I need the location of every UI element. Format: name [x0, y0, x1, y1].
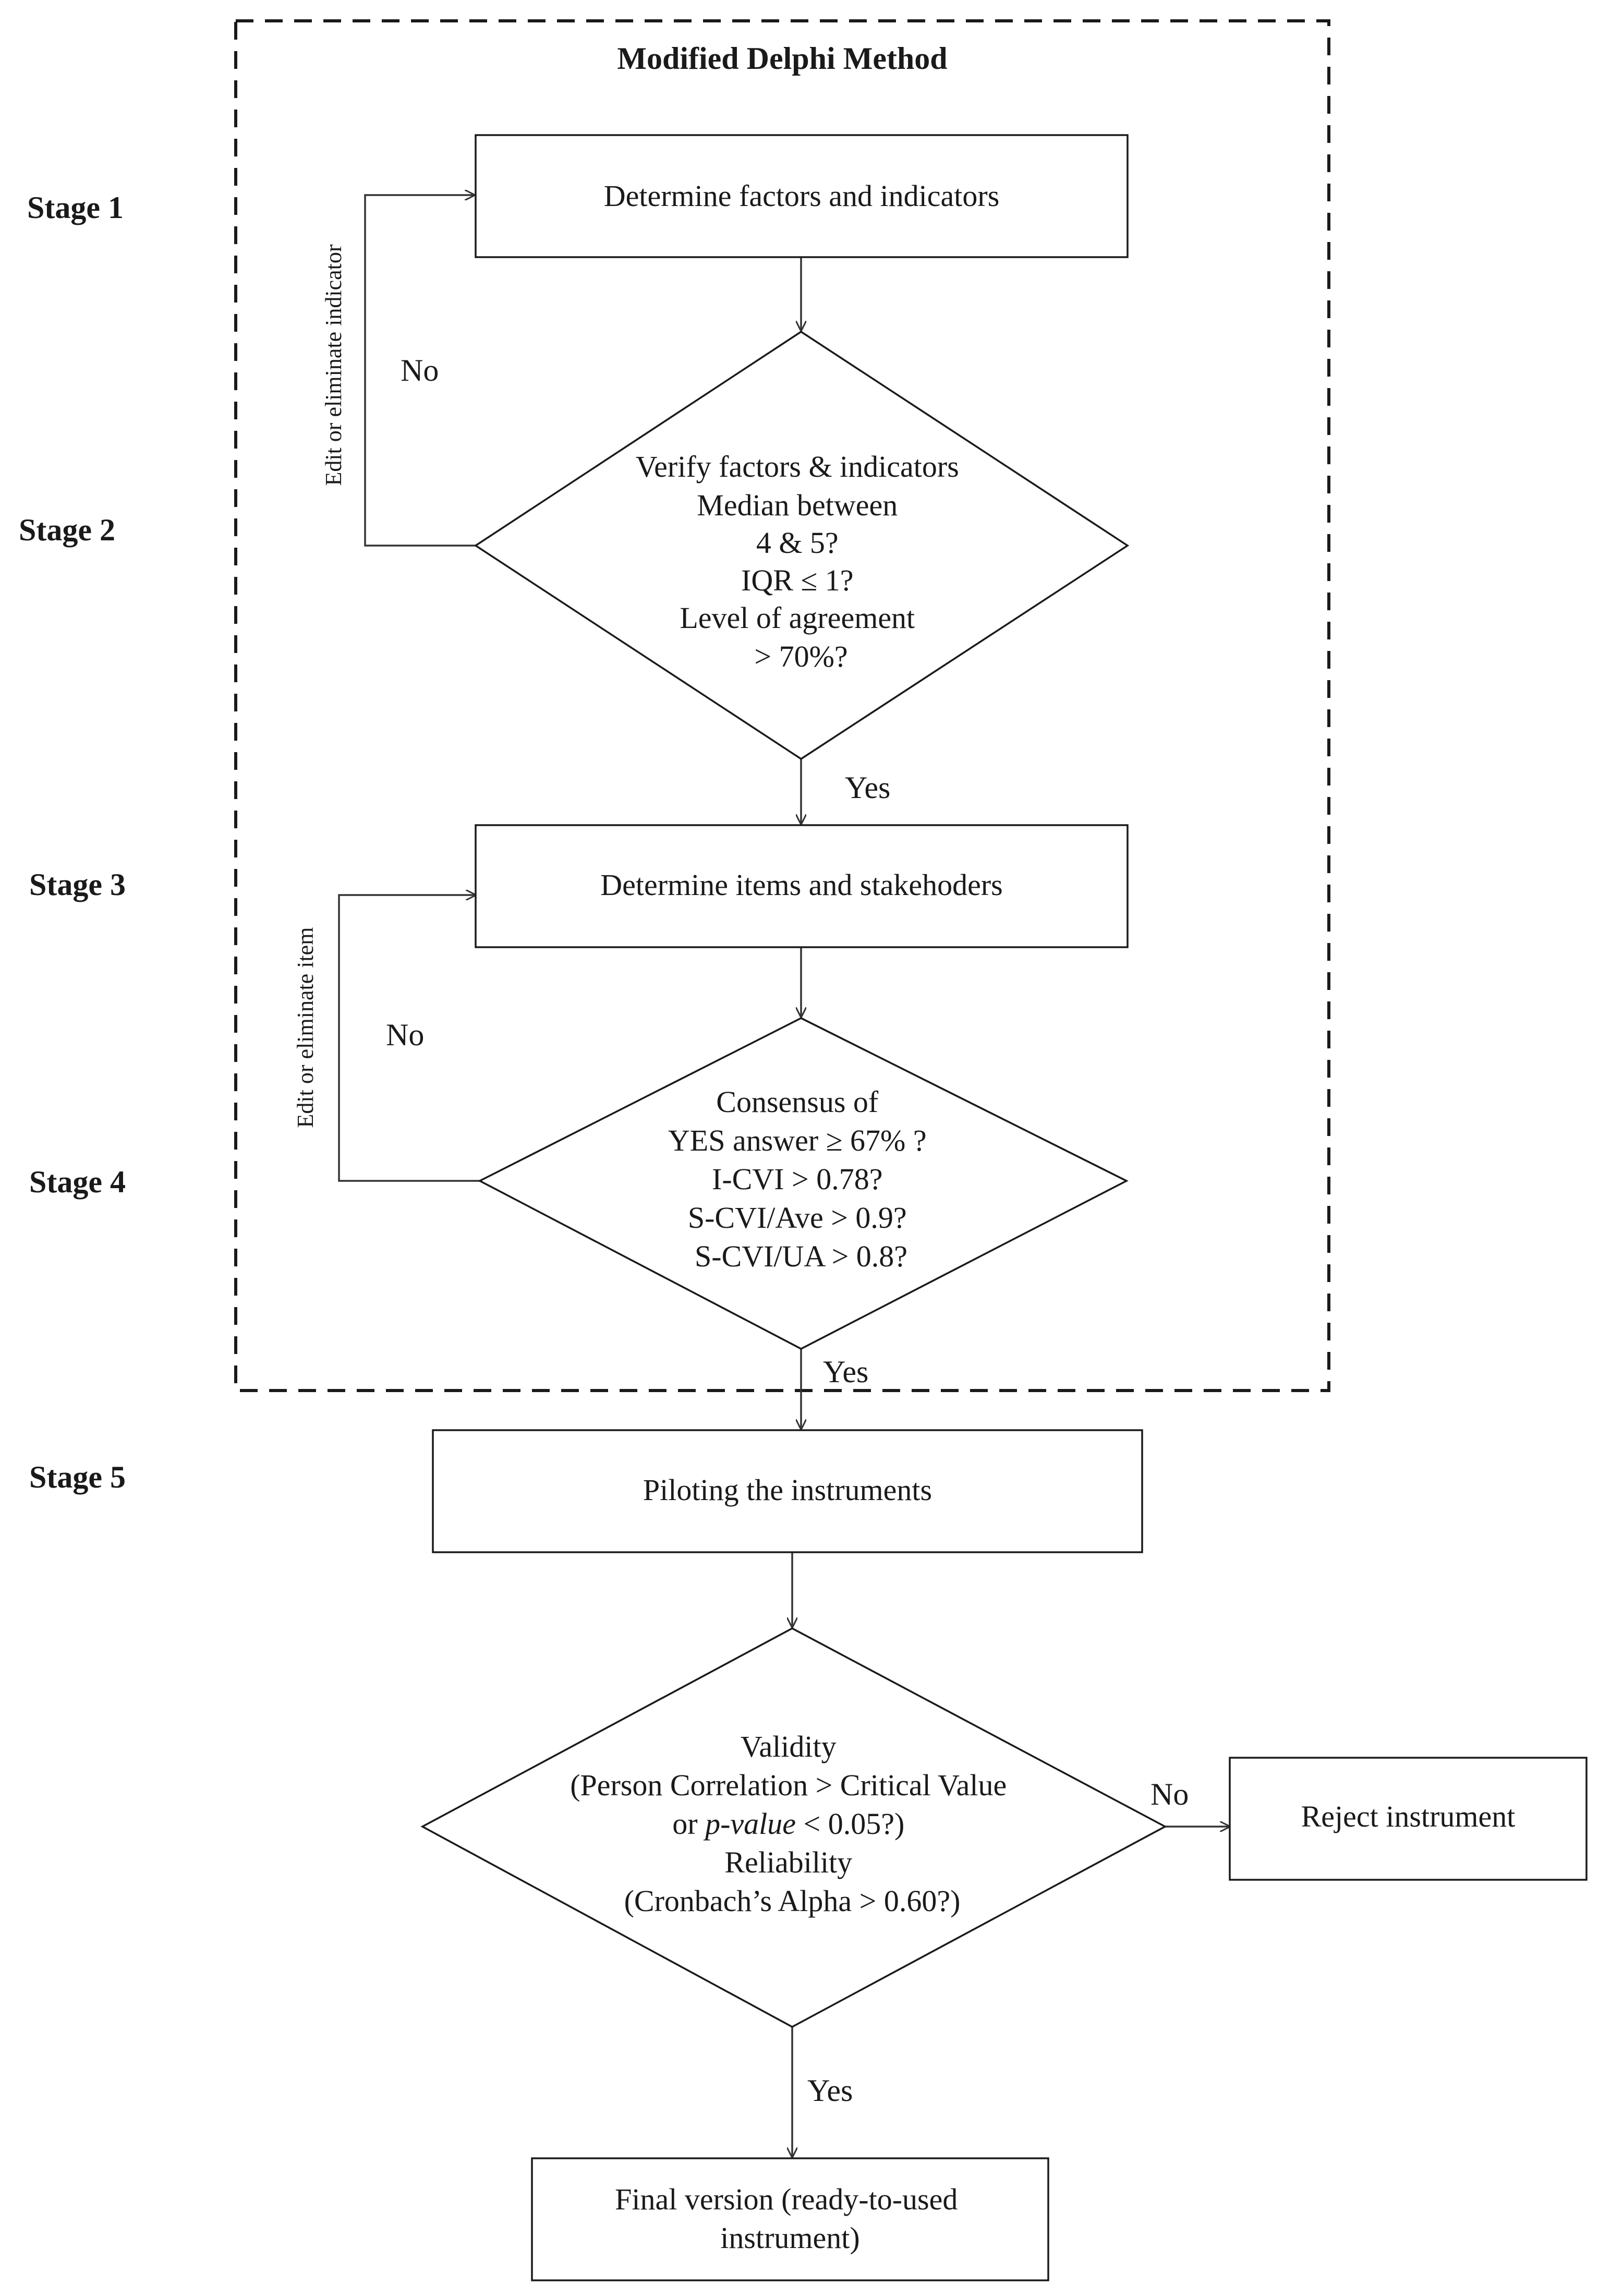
validity-decision-diamond	[420, 1627, 1167, 2028]
consensus-line-2: YES answer ≥ 67% ?	[668, 1123, 927, 1157]
validity-line-4: Reliability	[724, 1845, 852, 1879]
stage-5-label: Stage 5	[29, 1460, 126, 1494]
no-label-stage-2: No	[401, 353, 439, 388]
edit-eliminate-indicator-label: Edit or eliminate indicator	[321, 244, 346, 486]
consensus-line-4: S-CVI/Ave > 0.9?	[688, 1201, 907, 1235]
validity-line-3-suffix: < 0.05?)	[796, 1807, 904, 1841]
loop-indicator-arrow	[364, 195, 476, 547]
verify-line-6: > 70%?	[754, 639, 847, 673]
stage-1-label: Stage 1	[27, 190, 124, 225]
consensus-line-3: I-CVI > 0.78?	[712, 1162, 882, 1196]
modified-delphi-frame	[234, 19, 1330, 1392]
verify-line-2: Median between	[697, 488, 898, 522]
yes-label-stage-4: Yes	[823, 1355, 868, 1389]
validity-decision-text: Validity (Person Correlation > Critical …	[570, 1730, 1014, 1918]
consensus-decision-diamond	[478, 1017, 1129, 1350]
no-label-validity: No	[1150, 1777, 1189, 1811]
consensus-line-5: S-CVI/UA > 0.8?	[695, 1239, 907, 1273]
determine-factors-text: Determine factors and indicators	[604, 179, 1000, 213]
loop-item-arrow	[338, 895, 480, 1182]
final-version-box	[531, 2157, 1049, 2281]
final-version-text: Final version (ready-to-used instrument)	[615, 2182, 965, 2255]
determine-items-text: Determine items and stakehoders	[600, 868, 1002, 902]
verify-decision-text: Verify factors & indicators Median betwe…	[636, 450, 967, 673]
final-line-1: Final version (ready-to-used	[615, 2182, 958, 2216]
validity-line-3: or p-value < 0.05?)	[672, 1807, 904, 1841]
determine-factors-box	[475, 134, 1129, 258]
determine-items-box	[475, 824, 1129, 948]
connectors	[338, 195, 1230, 2157]
piloting-text: Piloting the instruments	[643, 1473, 932, 1507]
yes-label-validity: Yes	[807, 2073, 853, 2108]
stage-4-label: Stage 4	[29, 1165, 126, 1199]
yes-label-stage-2: Yes	[845, 770, 890, 805]
stage-2-label: Stage 2	[19, 513, 115, 547]
verify-decision-diamond	[474, 330, 1130, 760]
no-label-stage-4: No	[386, 1018, 424, 1052]
validity-line-1: Validity	[741, 1730, 837, 1763]
verify-line-5: Level of agreement	[680, 601, 915, 635]
frame-title: Modified Delphi Method	[617, 41, 947, 76]
reject-instrument-box	[1229, 1757, 1588, 1881]
consensus-line-1: Consensus of	[716, 1085, 879, 1119]
validity-line-2: (Person Correlation > Critical Value	[570, 1768, 1007, 1802]
consensus-decision-text: Consensus of YES answer ≥ 67% ? I-CVI > …	[668, 1085, 934, 1273]
verify-line-4: IQR ≤ 1?	[741, 563, 853, 597]
stage-3-label: Stage 3	[29, 867, 126, 902]
reject-instrument-text: Reject instrument	[1301, 1799, 1516, 1833]
verify-line-3: 4 & 5?	[756, 526, 839, 560]
validity-line-5: (Cronbach’s Alpha > 0.60?)	[624, 1884, 961, 1918]
edit-eliminate-item-label: Edit or eliminate item	[293, 927, 318, 1128]
final-line-2: instrument)	[720, 2221, 859, 2255]
verify-line-1: Verify factors & indicators	[636, 450, 959, 484]
piloting-box	[432, 1429, 1143, 1553]
validity-line-3-italic: p-value	[703, 1807, 796, 1841]
validity-line-3-prefix: or	[672, 1807, 705, 1841]
